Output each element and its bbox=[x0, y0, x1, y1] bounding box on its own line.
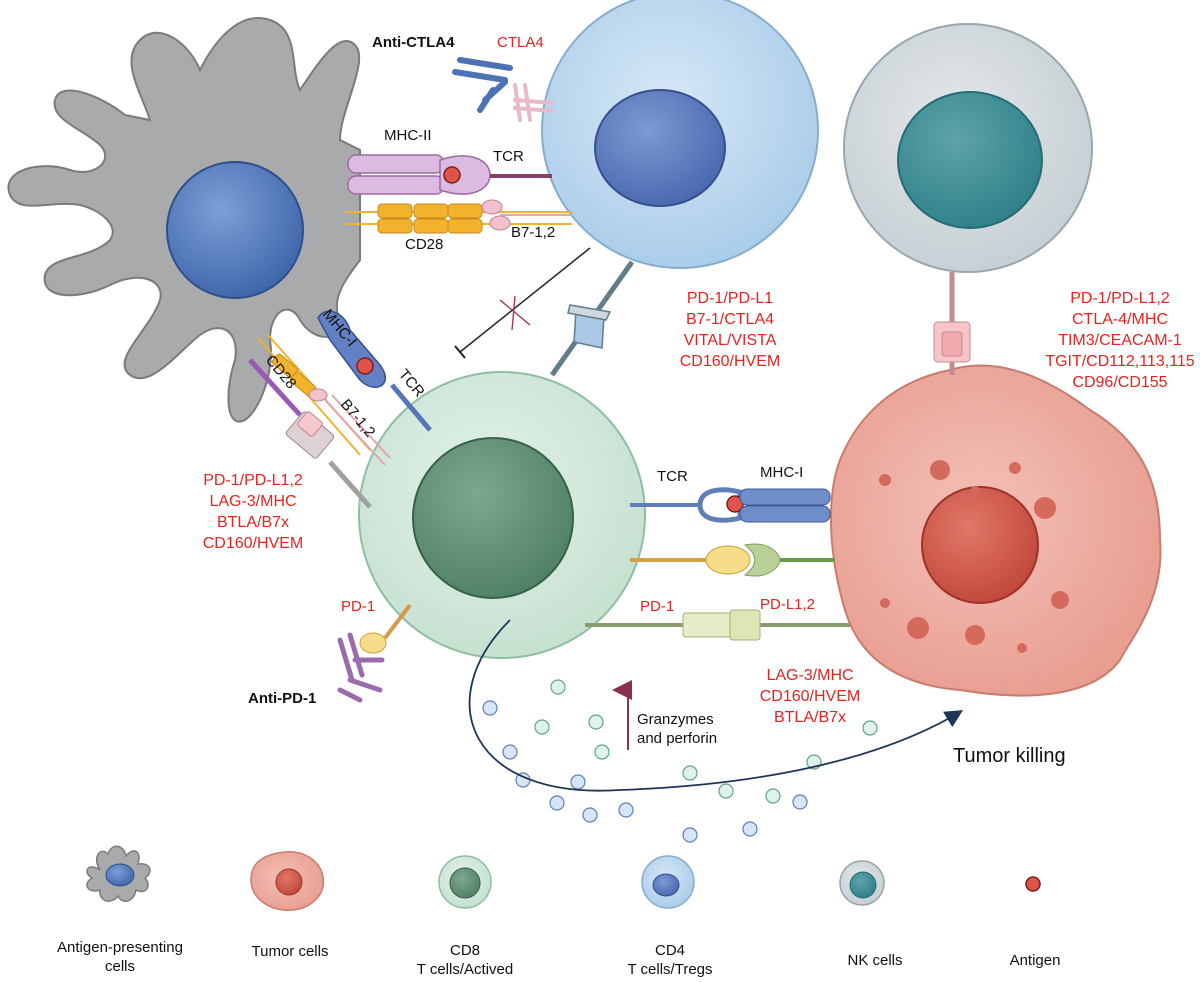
legend-icons bbox=[86, 845, 1041, 911]
checkpoint-item: PD-1/PD-L1,2 bbox=[1070, 290, 1170, 307]
legend-label-tumor: Tumor cells bbox=[251, 943, 329, 960]
tumor-nucleus bbox=[921, 486, 1039, 604]
anti-pd1-antibody bbox=[337, 603, 412, 703]
tcr-mhc1-right bbox=[630, 487, 831, 523]
pd1-right-label: PD-1 bbox=[640, 598, 675, 615]
pd1-pdl-left bbox=[248, 358, 372, 509]
granzymes-label: Granzymes and perforin bbox=[637, 710, 717, 748]
cd28-top-label: CD28 bbox=[405, 236, 444, 253]
checkpoint-item: BTLA/B7x bbox=[216, 514, 290, 531]
legend-label-nk: NK cells bbox=[847, 952, 903, 969]
checkpoint-item: PD-1/PD-L1,2 bbox=[203, 472, 303, 489]
cd8-cell bbox=[358, 371, 646, 659]
checkpoint-item: LAG-3/MHC bbox=[766, 667, 854, 684]
checkpoint-item: CTLA-4/MHC bbox=[1071, 311, 1168, 328]
apc-cell bbox=[7, 17, 361, 423]
checkpoint-item: TIM3/CEACAM-1 bbox=[1058, 332, 1182, 349]
anti-pd1-label: Anti-PD-1 bbox=[248, 690, 317, 707]
nk-cell-icon bbox=[839, 860, 885, 906]
anti-ctla4-label: Anti-CTLA4 bbox=[372, 34, 455, 51]
tcr-right-label: TCR bbox=[657, 468, 688, 485]
treg-inhibition bbox=[454, 247, 591, 359]
legend-label-antigen: Antigen bbox=[1009, 952, 1061, 969]
granzymes-line-2: and perforin bbox=[637, 730, 718, 747]
tumor-killing-arrow bbox=[468, 619, 964, 792]
antigen-icon bbox=[1025, 876, 1041, 892]
checkpoint-item: CD160/HVEM bbox=[679, 353, 781, 370]
pd1-left-label: PD-1 bbox=[341, 598, 376, 615]
nk-cell bbox=[843, 23, 1093, 273]
checkpoint-block-cd4-cd8: PD-1/PD-L1 B7-1/CTLA4 VITAL/VISTA CD160/… bbox=[655, 288, 805, 372]
pd1-pdl-right bbox=[585, 609, 850, 641]
checkpoint-block-apc-cd8: PD-1/PD-L1,2 LAG-3/MHC BTLA/B7x CD160/HV… bbox=[178, 470, 328, 554]
tumor-cell bbox=[829, 364, 1162, 697]
cd4-nucleus bbox=[594, 89, 726, 207]
checkpoint-item: VITAL/VISTA bbox=[683, 332, 777, 349]
apc-icon bbox=[86, 845, 151, 902]
checkpoint-item: PD-1/PD-L1 bbox=[686, 290, 774, 307]
anti-ctla4-antibody bbox=[452, 57, 513, 113]
costim-right bbox=[630, 543, 835, 577]
checkpoint-item: CD160/HVEM bbox=[202, 535, 304, 552]
checkpoint-item: CD160/HVEM bbox=[759, 688, 861, 705]
tcr-top-label: TCR bbox=[493, 148, 524, 165]
checkpoint-block-cd8-tumor: LAG-3/MHC CD160/HVEM BTLA/B7x bbox=[735, 665, 885, 728]
tumor-killing-label: Tumor killing bbox=[953, 745, 1066, 767]
cd4-cell-icon bbox=[641, 855, 695, 909]
checkpoint-item: BTLA/B7x bbox=[773, 709, 847, 726]
nk-tumor-checkpoint bbox=[933, 272, 971, 375]
cd4-cell bbox=[541, 0, 819, 269]
cd4-cd8-checkpoint bbox=[549, 260, 635, 377]
ctla4-label: CTLA4 bbox=[497, 34, 544, 51]
mhc2-tcr-complex bbox=[347, 154, 552, 195]
pdl12-label: PD-L1,2 bbox=[760, 596, 816, 613]
cd28-b7-left bbox=[257, 334, 391, 466]
apc-nucleus bbox=[166, 161, 304, 299]
mhc1-right-label: MHC-I bbox=[760, 464, 804, 481]
cd8-nucleus bbox=[412, 437, 574, 599]
ctla4-receptor bbox=[513, 83, 554, 122]
nk-nucleus bbox=[897, 91, 1043, 229]
cd28-b7-top bbox=[345, 199, 572, 234]
checkpoint-item: B7-1/CTLA4 bbox=[685, 311, 775, 328]
cd8-cell-icon bbox=[438, 855, 492, 909]
granzymes-line-1: Granzymes bbox=[637, 711, 714, 728]
checkpoint-item: LAG-3/MHC bbox=[209, 493, 297, 510]
mhc1-tcr-left bbox=[317, 310, 432, 432]
checkpoint-block-nk-tumor: PD-1/PD-L1,2 CTLA-4/MHC TIM3/CEACAM-1 TG… bbox=[1040, 288, 1200, 393]
tumor-cell-icon bbox=[250, 851, 325, 911]
checkpoint-item: TGIT/CD112,113,115 bbox=[1045, 353, 1195, 370]
mhc2-label: MHC-II bbox=[384, 127, 432, 144]
checkpoint-item: CD96/CD155 bbox=[1072, 374, 1168, 391]
antigen-mhc2 bbox=[443, 166, 461, 184]
b7-top-label: B7-1,2 bbox=[511, 224, 556, 241]
